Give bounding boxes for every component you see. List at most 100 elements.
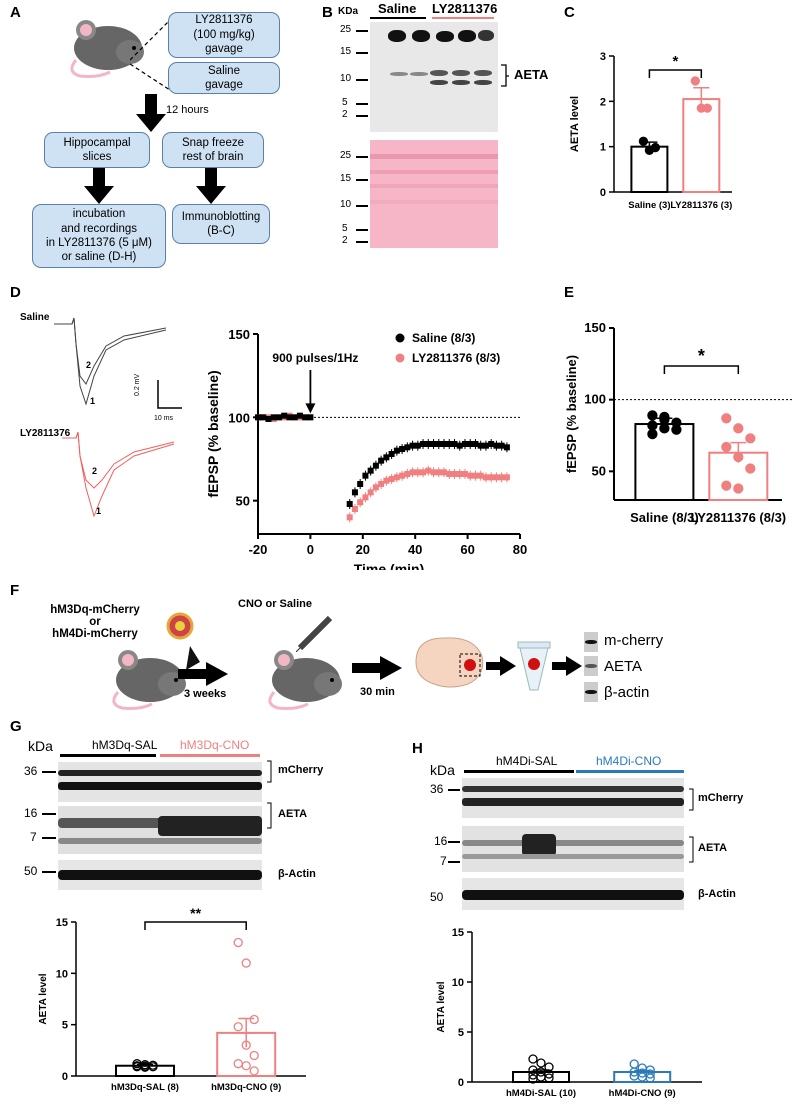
data-point <box>249 1066 259 1076</box>
data-point <box>270 414 277 421</box>
data-point <box>441 441 448 447</box>
band-label-aeta: AETA <box>514 67 549 82</box>
time-30-min: 30 min <box>360 686 395 698</box>
y-axis-label: AETA level <box>569 96 581 152</box>
category-label: hM3Dq-SAL (8) <box>111 1082 179 1093</box>
syringe-icon <box>296 615 333 652</box>
data-point <box>544 1069 554 1079</box>
trace-saline <box>54 317 167 406</box>
data-point <box>435 441 442 447</box>
group-label-hm4di-sal: hM4Di-SAL <box>496 754 558 768</box>
data-point <box>399 472 406 479</box>
flow-box-immunoblotting: Immunoblotting(B-C) <box>172 204 270 244</box>
data-point <box>404 471 411 477</box>
arrow-down-icon <box>196 168 226 204</box>
data-point <box>544 1062 554 1072</box>
blot-top <box>370 22 498 132</box>
tube-icon <box>517 641 551 691</box>
data-point <box>430 441 437 447</box>
legend-marker <box>395 333 405 343</box>
y-tick-label: 0 <box>62 1071 68 1083</box>
y-tick-label: 100 <box>584 392 606 407</box>
legend-label: Saline (8/3) <box>412 331 475 345</box>
data-point <box>357 481 364 487</box>
x-tick-label: 80 <box>513 542 527 557</box>
scale-bar <box>157 380 182 409</box>
data-point <box>745 463 756 474</box>
bar <box>634 423 695 501</box>
mw-marker: 16 <box>434 834 448 848</box>
significance-label: * <box>698 346 705 366</box>
data-point <box>702 103 712 113</box>
panel-label-c: C <box>564 4 575 21</box>
data-point <box>388 476 395 482</box>
data-point <box>456 442 463 449</box>
blot-aeta <box>58 806 262 854</box>
trace-number: 2 <box>86 360 92 370</box>
x-tick-label: 20 <box>356 542 370 557</box>
data-point <box>291 414 298 421</box>
trace-label-ly: LY2811376 <box>20 428 71 439</box>
data-point <box>461 441 468 447</box>
data-point <box>383 477 390 484</box>
data-point <box>281 412 288 419</box>
group-label-hm3dq-cno: hM3Dq-CNO <box>180 738 250 752</box>
data-point <box>671 424 682 435</box>
data-point <box>241 1061 251 1071</box>
data-point <box>414 469 421 476</box>
y-axis-label: AETA level <box>38 973 49 1024</box>
category-label: Saline (8/3) <box>630 510 699 525</box>
y-tick-label: 100 <box>228 410 250 425</box>
data-point <box>255 414 261 421</box>
mouse-icon <box>70 20 144 78</box>
panel-label-b: B <box>322 4 333 21</box>
data-point <box>241 958 251 968</box>
y-tick-label: 5 <box>458 1027 464 1039</box>
group-bar-sal <box>464 770 574 773</box>
arrow-down-icon <box>84 168 114 204</box>
data-point <box>367 489 374 496</box>
mouse-icon <box>268 650 342 710</box>
mw-marker: 15 <box>340 173 352 184</box>
data-point <box>488 474 495 481</box>
data-point <box>650 142 661 153</box>
data-point <box>372 484 379 491</box>
data-point <box>472 441 479 447</box>
panel-label-d: D <box>10 284 21 301</box>
data-point <box>425 467 432 474</box>
mw-marker: 7 <box>30 830 37 844</box>
virus-label: hM3Dq-mCherry or hM4Di-mCherry <box>50 604 140 640</box>
mw-marker: 10 <box>340 73 352 84</box>
brain-icon <box>415 637 484 688</box>
category-label: hM3Dq-CNO (9) <box>211 1082 281 1093</box>
flow-box-ly-gavage: LY2811376(100 mg/kg)gavage <box>168 12 280 58</box>
blot-label-actin: β-actin <box>604 684 650 701</box>
group-bar-saline <box>370 17 426 19</box>
significance-bracket <box>663 365 740 374</box>
mw-marker: 50 <box>24 864 38 878</box>
virus-icon <box>166 612 194 640</box>
band-label-mcherry: mCherry <box>698 792 744 804</box>
y-tick-label: 0 <box>600 187 606 199</box>
time-3-weeks: 3 weeks <box>184 688 227 700</box>
category-label: LY2811376 (3) <box>670 200 732 211</box>
annotation-label: 900 pulses/1Hz <box>272 351 358 365</box>
y-tick-label: 3 <box>600 51 606 63</box>
data-point <box>647 420 658 431</box>
y-tick-label: 50 <box>592 463 606 478</box>
data-point <box>493 474 500 481</box>
data-point <box>393 474 400 481</box>
data-point <box>265 416 272 422</box>
data-point <box>233 1022 243 1032</box>
data-point <box>378 457 385 464</box>
panel-label-f: F <box>10 582 20 599</box>
arrow-right-icon <box>178 662 228 686</box>
data-point <box>378 481 385 487</box>
bracket-icon <box>689 788 694 811</box>
significance-label: ** <box>190 908 201 921</box>
y-tick-label: 10 <box>452 977 464 989</box>
data-point <box>351 506 358 512</box>
mw-unit-label: KDa <box>338 6 359 17</box>
